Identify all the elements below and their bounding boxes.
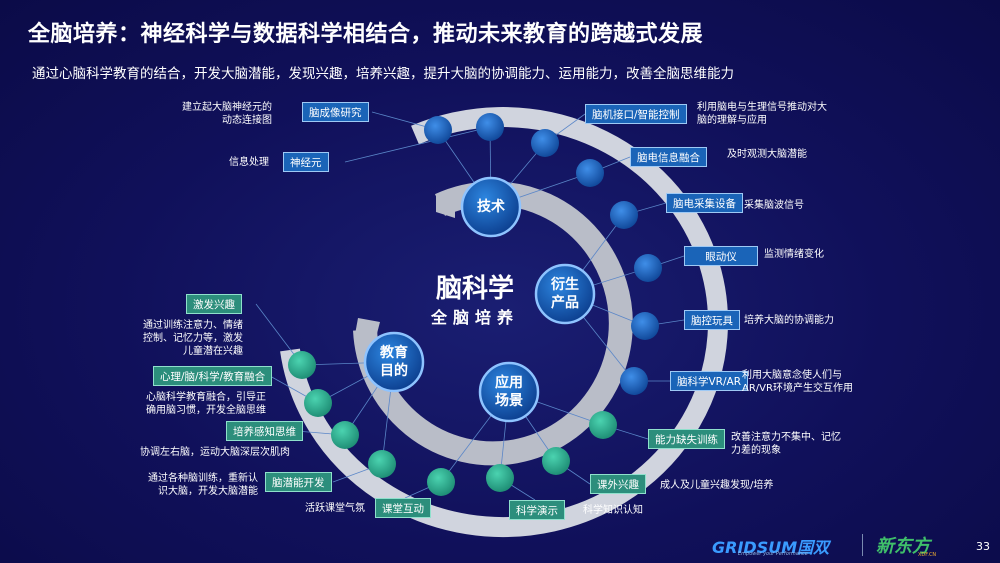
label-classroom: 课堂互动 xyxy=(375,498,431,518)
label-integration: 心理/脑/科学/教育融合 xyxy=(153,366,273,386)
desc-classroom: 活跃课堂气氛 xyxy=(305,503,365,514)
node-interest xyxy=(288,351,316,379)
inner-spiral-tip xyxy=(436,196,455,218)
hub-product-circle xyxy=(534,263,596,325)
desc-brain-vr: 利用大脑意念使人们与 AR/VR环境产生交互作用 xyxy=(742,370,853,394)
label-brain-dev: 脑潜能开发 xyxy=(265,472,332,492)
outer-ring xyxy=(280,107,728,538)
label-attention-training: 能力缺失训练 xyxy=(648,429,725,449)
xdf-logo: 新东方 xyxy=(876,536,930,557)
node-attention xyxy=(589,411,617,439)
inner-spiral-tip2 xyxy=(354,318,380,345)
desc-brain-toy: 培养大脑的协调能力 xyxy=(744,315,834,326)
label-eeg-fusion: 脑电信息融合 xyxy=(630,147,707,167)
label-neuron: 神经元 xyxy=(283,152,329,172)
desc-interest: 通过训练注意力、情绪 控制、记忆力等，激发 儿童潜在兴趣 xyxy=(143,320,243,357)
label-bci: 脑机接口/智能控制 xyxy=(585,104,687,124)
node-brain-toy xyxy=(631,312,659,340)
desc-eeg-device: 采集脑波信号 xyxy=(744,200,804,211)
desc-perception: 协调左右脑，运动大脑深层次肌肉 xyxy=(140,447,290,458)
label-interest: 激发兴趣 xyxy=(186,294,242,314)
label-brain-toy: 脑控玩具 xyxy=(684,310,740,330)
node-eeg-fusion xyxy=(576,159,604,187)
desc-bci: 利用脑电与生理信号推动对大 脑的理解与应用 xyxy=(697,102,827,126)
node-science xyxy=(486,464,514,492)
node-integration xyxy=(304,389,332,417)
inner-spiral xyxy=(353,181,633,466)
desc-extracurricular: 成人及儿童兴趣发现/培养 xyxy=(660,480,774,491)
desc-brain-imaging: 建立起大脑神经元的 动态连接图 xyxy=(182,102,272,126)
desc-neuron: 信息处理 xyxy=(229,157,269,168)
node-brain-dev xyxy=(368,450,396,478)
label-eeg-device: 脑电采集设备 xyxy=(666,193,743,213)
node-classroom xyxy=(427,468,455,496)
center-subtitle: 全脑培养 xyxy=(430,308,519,327)
desc-brain-dev: 通过各种脑训练，重新认 识大脑，开发大脑潜能 xyxy=(148,473,258,497)
node-eeg-device xyxy=(610,201,638,229)
node-eye-tracker xyxy=(634,254,662,282)
label-brain-vr: 脑科学VR/AR xyxy=(670,371,748,391)
label-brain-imaging: 脑成像研究 xyxy=(302,102,369,122)
hub-scene-circle xyxy=(478,361,540,423)
page-subtitle: 通过心脑科学教育的结合，开发大脑潜能，发现兴趣，培养兴趣，提升大脑的协调能力、运… xyxy=(32,66,734,82)
desc-science-demo: 科学知识认知 xyxy=(583,505,643,516)
connector-neuron-label xyxy=(344,126,491,163)
node-brain-vr xyxy=(620,367,648,395)
node-neuron xyxy=(476,113,504,141)
label-eye-tracker: 眼动仪 xyxy=(684,246,758,266)
desc-eeg-fusion: 及时观测大脑潜能 xyxy=(727,149,807,160)
page-number: 33 xyxy=(976,540,990,553)
center-title: 脑科学 xyxy=(435,274,514,304)
hub-scene: 应用 场景 xyxy=(495,375,523,409)
label-perception: 培养感知思维 xyxy=(226,421,303,441)
node-bci xyxy=(531,129,559,157)
node-brain-imaging xyxy=(424,116,452,144)
gridsum-logo: GRIDSUM国双 xyxy=(712,538,830,557)
hub-tech: 技术 xyxy=(477,199,505,215)
hub-tech-circle xyxy=(460,176,522,238)
label-extracurricular: 课外兴趣 xyxy=(590,474,646,494)
nodes xyxy=(288,113,662,496)
desc-attention-training: 改善注意力不集中、记忆 力差的现象 xyxy=(731,432,841,456)
label-science-demo: 科学演示 xyxy=(509,500,565,520)
desc-integration: 心脑科学教育融合，引导正 确用脑习惯，开发全脑思维 xyxy=(146,392,266,416)
hub-edu-circle xyxy=(363,331,425,393)
gridsum-tagline: Empower your Performance xyxy=(738,551,808,557)
node-extracurr xyxy=(542,447,570,475)
hub-product: 衍生 产品 xyxy=(551,277,579,311)
page-title: 全脑培养：神经科学与数据科学相结合，推动未来教育的跨越式发展 xyxy=(28,22,704,47)
xdf-logo-sub: XDF.CN xyxy=(918,552,937,558)
hub-edu: 教育 目的 xyxy=(380,345,408,379)
node-perception xyxy=(331,421,359,449)
desc-eye-tracker: 监测情绪变化 xyxy=(764,249,824,260)
footer-separator xyxy=(862,534,863,556)
